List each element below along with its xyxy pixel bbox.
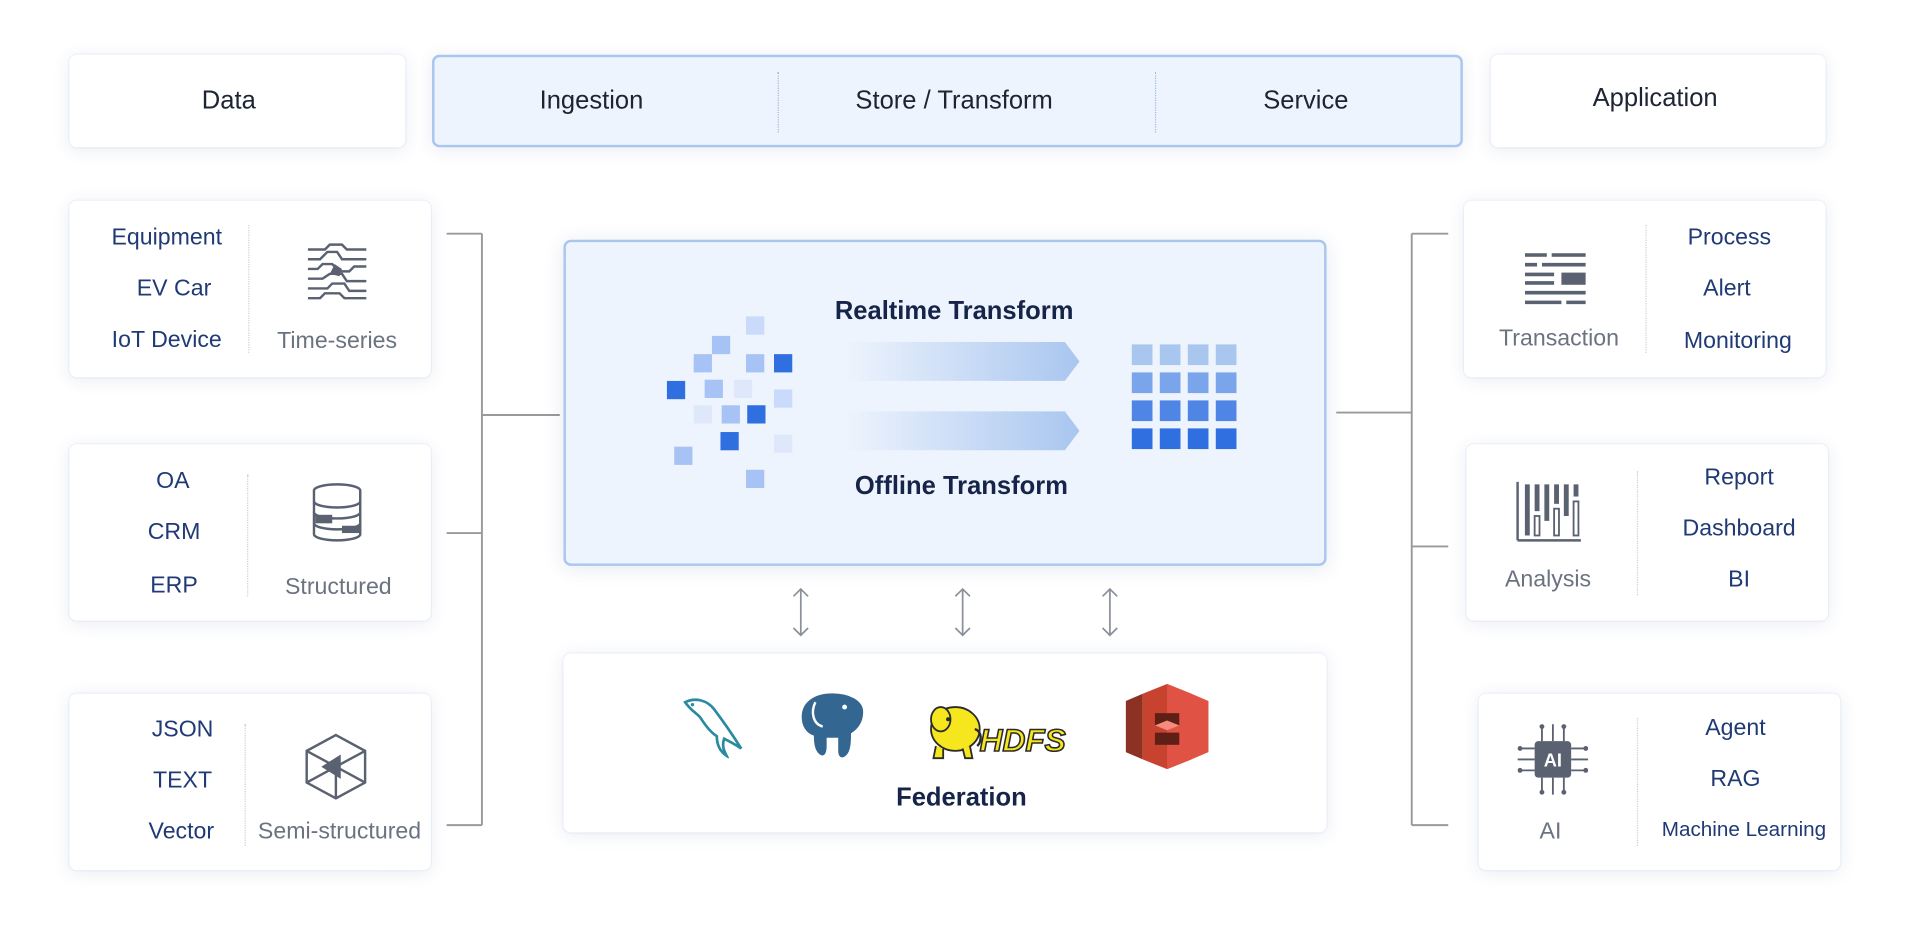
source-item: TEXT bbox=[152, 767, 213, 794]
application-card-transaction: Transaction Process Alert Monitoring bbox=[1464, 200, 1826, 378]
ai-chip-text: AI bbox=[1544, 750, 1562, 771]
data-header-card: Data bbox=[69, 54, 406, 148]
source-item: CRM bbox=[147, 519, 201, 546]
transform-panel: Realtime Transform Offline Transform bbox=[563, 239, 1327, 566]
application-card-analysis: Analysis Report Dashboard BI bbox=[1466, 444, 1828, 621]
header-divider bbox=[777, 71, 779, 133]
application-item: Report bbox=[1704, 464, 1774, 491]
application-item: Dashboard bbox=[1682, 516, 1796, 542]
application-header-label: Application bbox=[1592, 83, 1718, 112]
scattered-data-blocks-icon bbox=[666, 316, 793, 489]
federation-card: HDFS Federation bbox=[563, 653, 1327, 833]
analysis-icon bbox=[1516, 481, 1581, 542]
application-item: RAG bbox=[1710, 766, 1761, 793]
realtime-transform-label: Realtime Transform bbox=[834, 296, 1074, 325]
card-divider bbox=[1636, 470, 1639, 596]
offline-transform-label: Offline Transform bbox=[854, 472, 1068, 501]
application-item: BI bbox=[1728, 567, 1751, 593]
offline-arrow bbox=[843, 411, 1080, 451]
bidirectional-arrows bbox=[792, 587, 1118, 637]
ai-chip-icon: AI bbox=[1517, 724, 1589, 795]
source-card-time-series: Equipment EV Car IoT Device Time-series bbox=[69, 200, 431, 378]
source-category-label: Time-series bbox=[277, 328, 398, 355]
application-card-ai: AI AI Agent RAG Machine Learning bbox=[1478, 693, 1841, 871]
application-item: Alert bbox=[1703, 276, 1751, 302]
source-item: JSON bbox=[151, 716, 214, 743]
card-divider bbox=[248, 225, 250, 353]
realtime-arrow bbox=[843, 341, 1080, 381]
application-header-card: Application bbox=[1490, 54, 1826, 148]
source-card-semi-structured: JSON TEXT Vector Semi-structured bbox=[69, 693, 431, 871]
mysql-dolphin-icon bbox=[683, 698, 743, 759]
card-divider bbox=[244, 724, 246, 846]
source-category-label: Semi-structured bbox=[257, 819, 422, 845]
time-series-icon bbox=[307, 243, 367, 300]
source-item: Equipment bbox=[111, 225, 223, 251]
application-item: Monitoring bbox=[1683, 328, 1792, 355]
application-category-label: Analysis bbox=[1504, 567, 1592, 593]
pipeline-header-band: Ingestion Store / Transform Service bbox=[432, 54, 1463, 148]
source-item: Vector bbox=[148, 819, 215, 845]
federation-label: Federation bbox=[896, 783, 1027, 812]
amazon-s3-icon bbox=[1125, 683, 1209, 770]
source-item: ERP bbox=[150, 573, 198, 599]
service-header-label: Service bbox=[1263, 86, 1349, 115]
card-divider bbox=[1636, 718, 1639, 846]
postgresql-elephant-icon bbox=[799, 691, 865, 760]
hdfs-logo-text: HDFS bbox=[980, 722, 1066, 758]
source-item: OA bbox=[156, 468, 190, 495]
database-icon bbox=[312, 483, 362, 542]
card-divider bbox=[1645, 225, 1647, 353]
application-item: Machine Learning bbox=[1661, 817, 1827, 841]
store-transform-header-label: Store / Transform bbox=[855, 86, 1053, 115]
application-category-label: AI bbox=[1539, 819, 1562, 845]
transaction-icon bbox=[1524, 253, 1586, 305]
header-divider bbox=[1154, 71, 1157, 133]
card-divider bbox=[247, 474, 249, 597]
data-header-label: Data bbox=[201, 86, 256, 115]
source-category-label: Structured bbox=[284, 574, 392, 600]
cube-icon bbox=[305, 733, 367, 800]
application-item: Agent bbox=[1705, 715, 1766, 742]
application-category-label: Transaction bbox=[1499, 326, 1619, 352]
source-card-structured: OA CRM ERP Structured bbox=[69, 444, 431, 621]
source-item: IoT Device bbox=[111, 327, 222, 353]
structured-grid-icon bbox=[1131, 344, 1237, 450]
ingestion-header-label: Ingestion bbox=[539, 86, 644, 115]
transform-arrows bbox=[843, 341, 1080, 451]
application-item: Process bbox=[1687, 225, 1772, 251]
hdfs-logo: HDFS bbox=[930, 706, 1067, 760]
source-item: EV Car bbox=[136, 276, 212, 302]
